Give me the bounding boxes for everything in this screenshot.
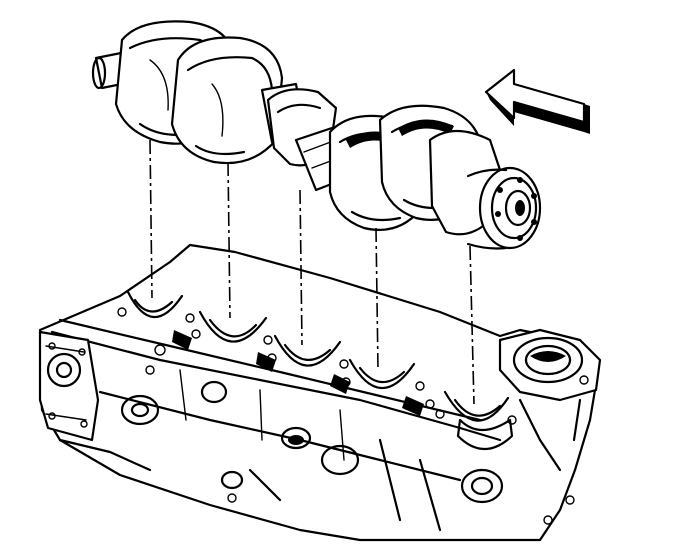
guide-line-2	[227, 161, 231, 319]
alignment-guides	[149, 139, 475, 405]
rear-flange	[466, 166, 542, 250]
guide-line-5	[469, 245, 475, 405]
guide-line-3	[299, 189, 303, 346]
main-bearing-saddles	[126, 290, 510, 422]
arrow-left-icon	[484, 68, 590, 134]
engine-block	[38, 243, 602, 542]
guide-line-1	[149, 139, 153, 299]
guide-line-4	[375, 227, 379, 371]
crankshaft	[91, 20, 542, 250]
